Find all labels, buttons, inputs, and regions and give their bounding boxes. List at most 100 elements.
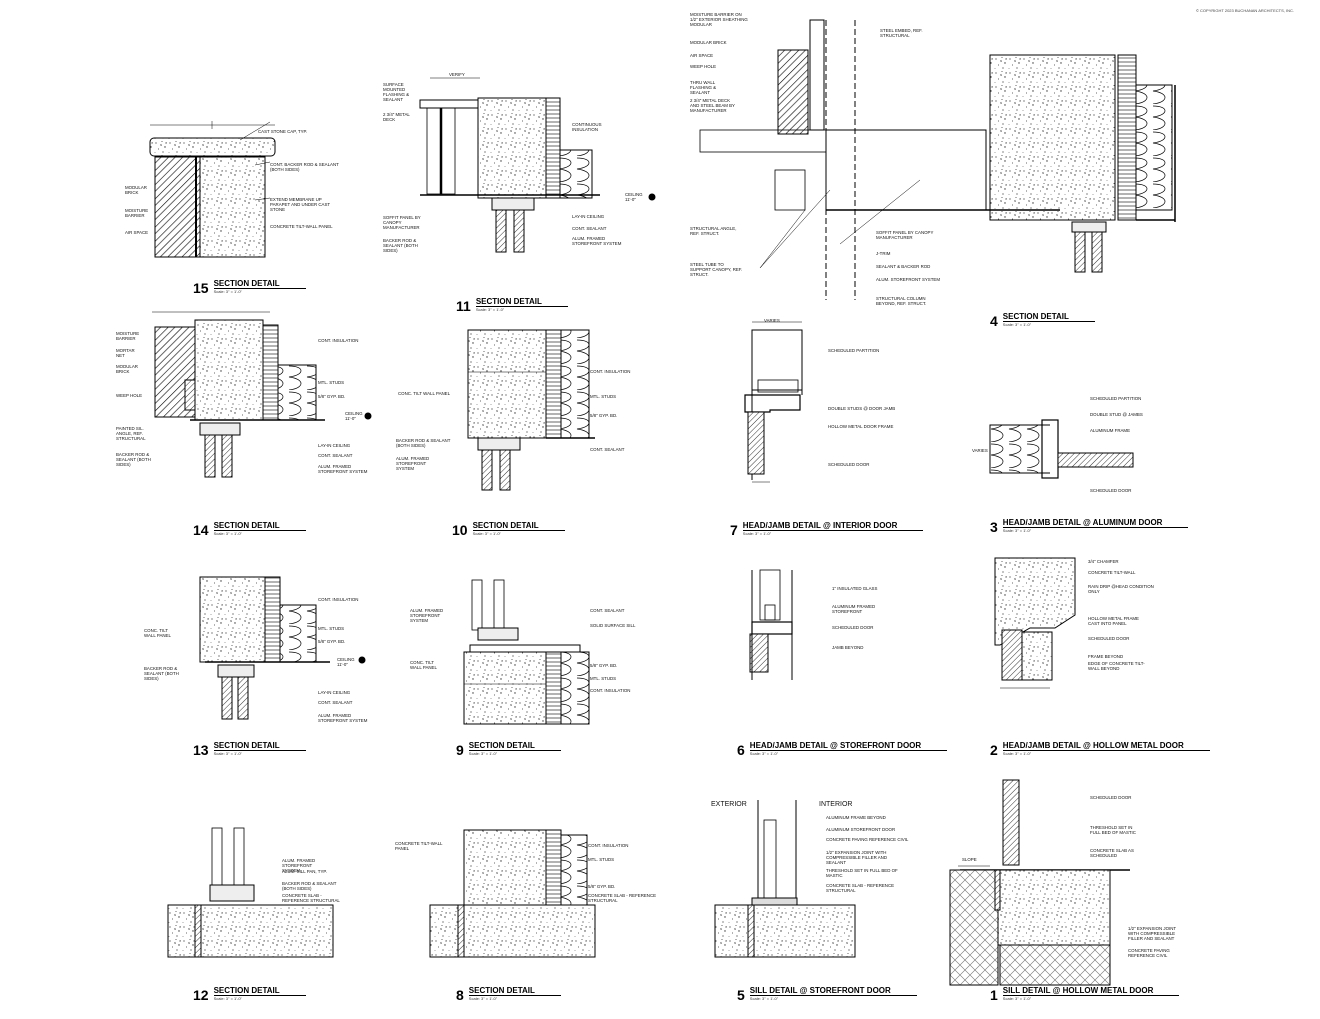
note: 5/8" GYP. BD. — [318, 394, 346, 399]
note: ALUMINUM FRAMED STOREFRONT — [832, 604, 876, 614]
detail-scale: Scale: 3" = 1'-0" — [742, 531, 772, 536]
note: SLOPE — [962, 857, 977, 862]
note: 1/2" EXPANSION JOINT WITH COMPRESSIBLE F… — [826, 850, 887, 865]
note: LAY-IN CEILING — [318, 690, 351, 695]
note: CONT. SEALANT — [318, 453, 353, 458]
note: CONCRETE PAVING REFERENCE CIVIL — [1128, 948, 1170, 958]
note: SCHEDULED PARTITION — [828, 348, 880, 353]
note: CAST STONE CAP, TYP. — [258, 129, 308, 134]
note: CEILING 11'-0" — [345, 411, 363, 421]
note: THRU WALL FLASHING & SEALANT — [690, 80, 717, 95]
note: LAY-IN CEILING — [318, 443, 351, 448]
detail-name: SECTION DETAIL — [213, 279, 306, 289]
detail-name: SECTION DETAIL — [1002, 312, 1095, 322]
note: SOLID SURFACE SILL — [590, 623, 636, 628]
exterior-label: EXTERIOR — [711, 801, 747, 808]
detail-scale: Scale: 3" = 1'-0" — [1002, 528, 1032, 533]
note: RAIN DRIP @HEAD CONDITION ONLY — [1088, 584, 1154, 594]
note: HOLLOW METAL FRAME CAST INTO PANEL — [1088, 616, 1139, 626]
note: PAINTED SIL. ANGLE, REF. STRUCTURAL — [116, 426, 146, 441]
note: CONT. SEALANT — [572, 226, 607, 231]
detail-name: HEAD/JAMB DETAIL @ ALUMINUM DOOR — [1002, 518, 1189, 528]
note: ALUM. SILL PAN, TYP. — [282, 869, 327, 874]
detail-number: 2 — [990, 742, 998, 758]
note: MORTAR NET — [116, 348, 135, 358]
note: FRAME BEYOND — [1088, 654, 1124, 659]
detail-name: SECTION DETAIL — [468, 986, 561, 996]
note: WEEP HOLE — [116, 393, 143, 398]
detail-name: SECTION DETAIL — [213, 521, 306, 531]
detail-scale: Scale: 3" = 1'-0" — [213, 531, 242, 536]
detail-number: 10 — [452, 522, 468, 538]
note: CONC. TILT WALL PANEL — [398, 391, 451, 396]
detail-scale: Scale: 3" = 1'-0" — [1002, 751, 1032, 756]
note: 5/8" GYP. BD. — [588, 884, 616, 889]
note: MTL. STUDS — [590, 394, 617, 399]
detail-number: 8 — [456, 987, 464, 1003]
note: BACKER ROD & SEALANT (BOTH SIDES) — [144, 666, 179, 681]
note: STEEL EMBED, REF. STRUCTURAL — [880, 28, 923, 38]
note: MTL. STUDS — [588, 857, 615, 862]
detail-number: 7 — [730, 522, 738, 538]
detail-number: 1 — [990, 987, 998, 1003]
detail-number: 3 — [990, 519, 998, 535]
note: MODULAR BRICK — [116, 364, 138, 374]
note: CONCRETE SLAB - REFERENCE STRUCTURAL — [588, 893, 657, 903]
detail-number: 11 — [456, 298, 471, 314]
note: DOUBLE STUD @ JAMBS — [1090, 412, 1143, 417]
detail-scale: Scale: 3" = 1'-0" — [1002, 322, 1032, 327]
note: ALUM. STOREFRONT SYSTEM — [876, 277, 940, 282]
note: 5/8" GYP. BD. — [318, 639, 346, 644]
note: CONC. TILT WALL PANEL — [410, 660, 437, 670]
note: CONT. INSULATION — [318, 338, 359, 343]
detail-scale: Scale: 3" = 1'-0" — [468, 751, 498, 756]
note: CONCRETE SLAB - REFERENCE STRUCTURAL — [282, 893, 340, 903]
note: 5/8" GYP. BD. — [590, 413, 618, 418]
detail-scale: Scale: 3" = 1'-0" — [749, 751, 779, 756]
note: DOUBLE STUDS @ DOOR JAMB — [828, 406, 896, 411]
note: JAMB BEYOND — [832, 645, 864, 650]
note: MOISTURE BARRIER ON 1/2" EXTERIOR SHEATH… — [690, 12, 748, 27]
detail-scale: Scale: 3" = 1'-0" — [213, 996, 242, 1001]
interior-label: INTERIOR — [819, 801, 853, 808]
note: CONT. BACKER ROD & SEALANT (BOTH SIDES) — [270, 162, 339, 172]
detail-name: SECTION DETAIL — [213, 741, 306, 751]
note: SCHEDULED DOOR — [1090, 488, 1132, 493]
note: CONT. INSULATION — [318, 597, 359, 602]
note: ALUM. FRAMED STOREFRONT SYSTEM — [282, 858, 316, 873]
detail-name: SILL DETAIL @ HOLLOW METAL DOOR — [1002, 986, 1180, 996]
note: CONTINUOUS INSULATION — [572, 122, 602, 132]
note: EXTEND MEMBRANE UP PARAPET AND UNDER CAS… — [270, 197, 331, 212]
note: 3/4" CHAMFER — [1088, 559, 1119, 564]
detail-name: HEAD/JAMB DETAIL @ HOLLOW METAL DOOR — [1002, 741, 1210, 751]
note: 1/2" EXPANSION JOINT WITH COMPRESSIBLE F… — [1128, 926, 1176, 941]
note: VARIES — [972, 448, 988, 453]
note: VERIFY — [449, 72, 465, 77]
note: CONCRETE TILT-WALL — [1088, 570, 1136, 575]
note: EDGE OF CONCRETE TILT-WALL BEYOND — [1088, 661, 1145, 671]
note: CONCRETE SLAB - REFERENCE STRUCTURAL — [826, 883, 895, 893]
note: ALUM. FRAMED STOREFRONT SYSTEM — [318, 464, 368, 474]
note: MOISTURE BARRIER — [125, 208, 149, 218]
detail-name: HEAD/JAMB DETAIL @ INTERIOR DOOR — [742, 521, 924, 531]
note: SCHEDULED DOOR — [832, 625, 874, 630]
note: CEILING 11'-0" — [337, 657, 355, 667]
note: VARIES — [764, 318, 780, 323]
note: CONCRETE TILT-WALL PANEL — [395, 841, 443, 851]
note: AIR SPACE — [690, 53, 714, 58]
note: MTL. STUDS — [318, 626, 345, 631]
note: ALUM. FRAMED STOREFRONT SYSTEM — [572, 236, 622, 246]
